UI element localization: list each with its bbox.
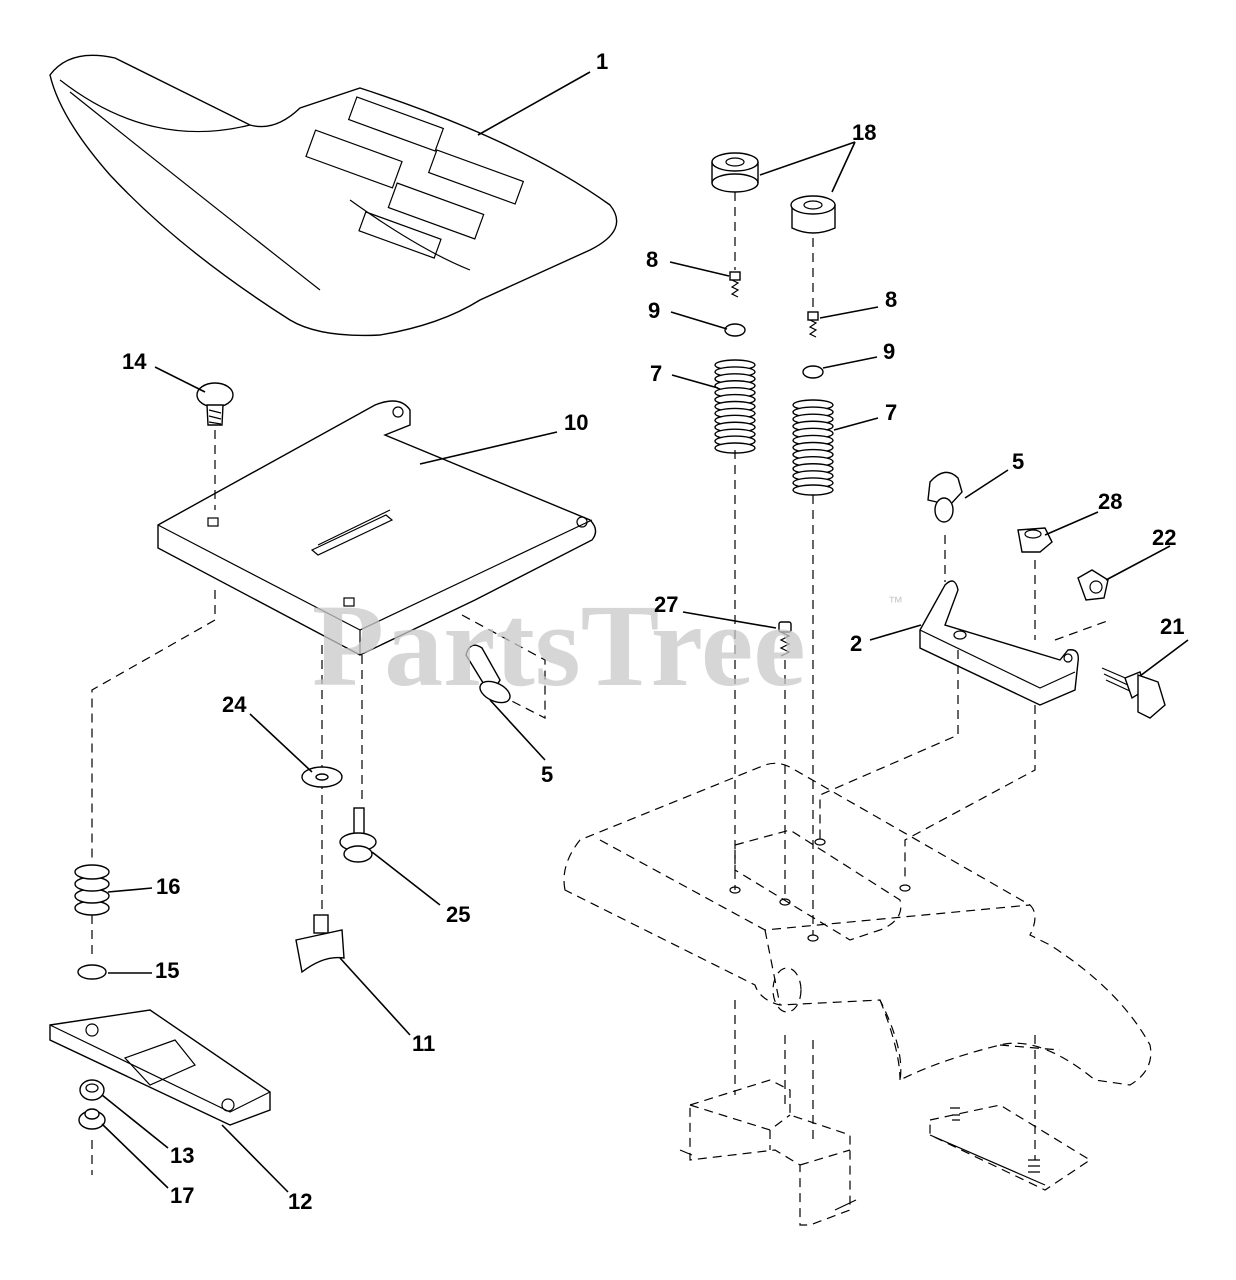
callout-8: 8 (646, 247, 658, 272)
seat-pan (157, 400, 597, 656)
callout-12: 12 (288, 1189, 312, 1214)
bolt-25 (339, 807, 377, 863)
carriage-bolt (196, 382, 234, 426)
callout-11: 11 (412, 1031, 435, 1056)
callout-17: 17 (170, 1183, 194, 1208)
callout-9: 9 (648, 298, 660, 323)
callout-10: 10 (564, 410, 588, 435)
seat (49, 54, 618, 337)
nut-28 (1017, 527, 1053, 553)
washer-9-left (724, 323, 746, 337)
hidden-line-bracket (819, 619, 1111, 880)
callout-21: 21 (1160, 614, 1184, 639)
nut-22 (1077, 569, 1109, 601)
spring-7-left (714, 359, 756, 454)
frame-hidden (563, 762, 1152, 1086)
knob-11 (295, 914, 345, 974)
callout-8: 8 (885, 287, 897, 312)
spacer-18-left (711, 152, 759, 193)
plate-12 (49, 1009, 271, 1126)
callout-22: 22 (1152, 525, 1176, 550)
callout-1: 1 (596, 49, 608, 74)
callout-25: 25 (446, 902, 470, 927)
callout-7: 7 (885, 400, 897, 425)
callout-7: 7 (650, 361, 662, 386)
clip-nut-lower (465, 644, 511, 704)
spacer-15 (77, 964, 107, 980)
hidden-line-clip (461, 614, 546, 719)
washer-9-right (802, 365, 824, 379)
callout-28: 28 (1098, 489, 1122, 514)
callout-labels: 1 18 8 8 9 9 7 7 14 10 5 5 28 22 27 2 21… (122, 49, 1184, 1214)
bolt-21 (1101, 667, 1166, 719)
washer-24 (301, 766, 343, 788)
spring-16 (74, 864, 110, 916)
callout-16: 16 (156, 874, 180, 899)
hidden-line-spring-axis (91, 590, 216, 860)
clip-nut-upper (927, 471, 963, 523)
hidden-axis-under-1 (734, 1000, 814, 1140)
callout-15: 15 (155, 958, 179, 983)
lower-plate (929, 1104, 1092, 1191)
screw-8-left (729, 271, 741, 298)
trademark: ™ (888, 594, 903, 611)
callout-5: 5 (1012, 449, 1024, 474)
callout-9: 9 (883, 339, 895, 364)
screw-8-right (807, 311, 819, 338)
spring-7-right (792, 399, 834, 496)
callout-14: 14 (122, 349, 147, 374)
lower-bracket (679, 1079, 857, 1226)
spacer-18-right (790, 195, 836, 234)
nut-13 (79, 1079, 105, 1101)
leader-lines (101, 71, 1189, 1193)
callout-2: 2 (850, 631, 862, 656)
bracket-2 (919, 580, 1079, 706)
callout-24: 24 (222, 692, 247, 717)
callout-27: 27 (654, 592, 678, 617)
callout-13: 13 (170, 1143, 194, 1168)
bolt-27 (778, 621, 792, 657)
watermark: PartsTree (312, 580, 806, 711)
callout-5: 5 (541, 762, 553, 787)
callout-18: 18 (852, 120, 876, 145)
nut-17 (78, 1108, 106, 1130)
